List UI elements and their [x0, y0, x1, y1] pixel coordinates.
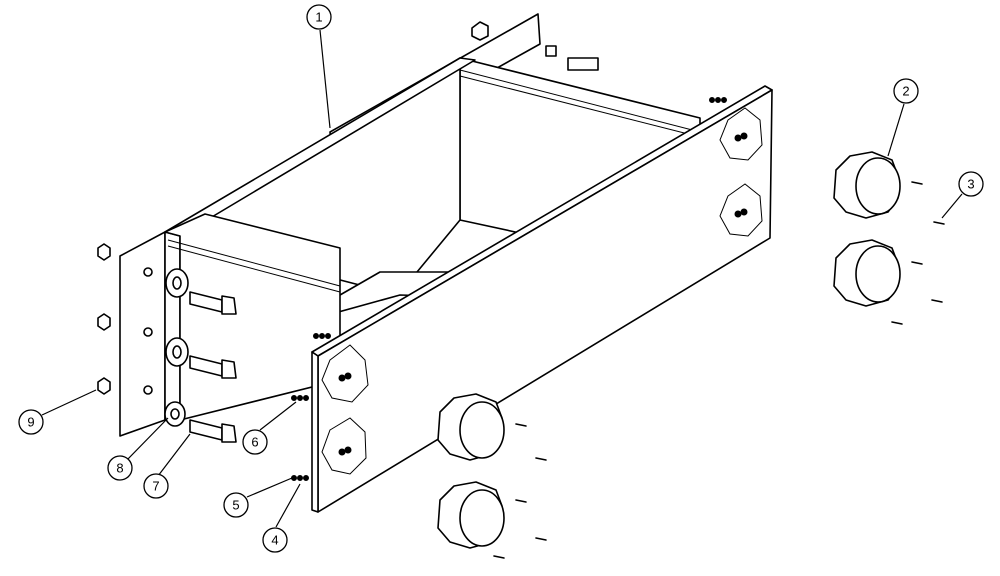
svg-text:1: 1 [315, 10, 322, 25]
callout-4: 4 [262, 527, 288, 553]
cap-3 [437, 393, 505, 461]
left-end-plate [119, 213, 341, 437]
svg-text:9: 9 [27, 415, 34, 430]
cap-1 [833, 151, 901, 219]
svg-text:8: 8 [116, 461, 123, 476]
callout-6: 6 [242, 429, 268, 455]
small-hardware [291, 97, 727, 481]
front-end-plate [311, 85, 773, 513]
svg-text:4: 4 [271, 533, 278, 548]
callout-5: 5 [223, 492, 249, 518]
svg-text:3: 3 [967, 177, 974, 192]
cap-2 [833, 239, 901, 307]
svg-text:6: 6 [251, 435, 258, 450]
callout-3: 3 [958, 171, 984, 197]
caps [437, 151, 901, 549]
callout-2: 2 [893, 78, 919, 104]
svg-text:7: 7 [152, 479, 159, 494]
back-hardware [471, 21, 599, 71]
nuts [97, 243, 111, 395]
callout-9: 9 [18, 409, 44, 435]
svg-text:5: 5 [232, 498, 239, 513]
callout-7: 7 [143, 473, 169, 499]
callout-8: 8 [107, 455, 133, 481]
callout-1: 1 [306, 4, 332, 30]
bolts-and-washers [164, 268, 237, 443]
svg-text:2: 2 [902, 84, 909, 99]
screws [493, 181, 945, 559]
leader-lines [41, 29, 963, 528]
cap-4 [437, 481, 505, 549]
